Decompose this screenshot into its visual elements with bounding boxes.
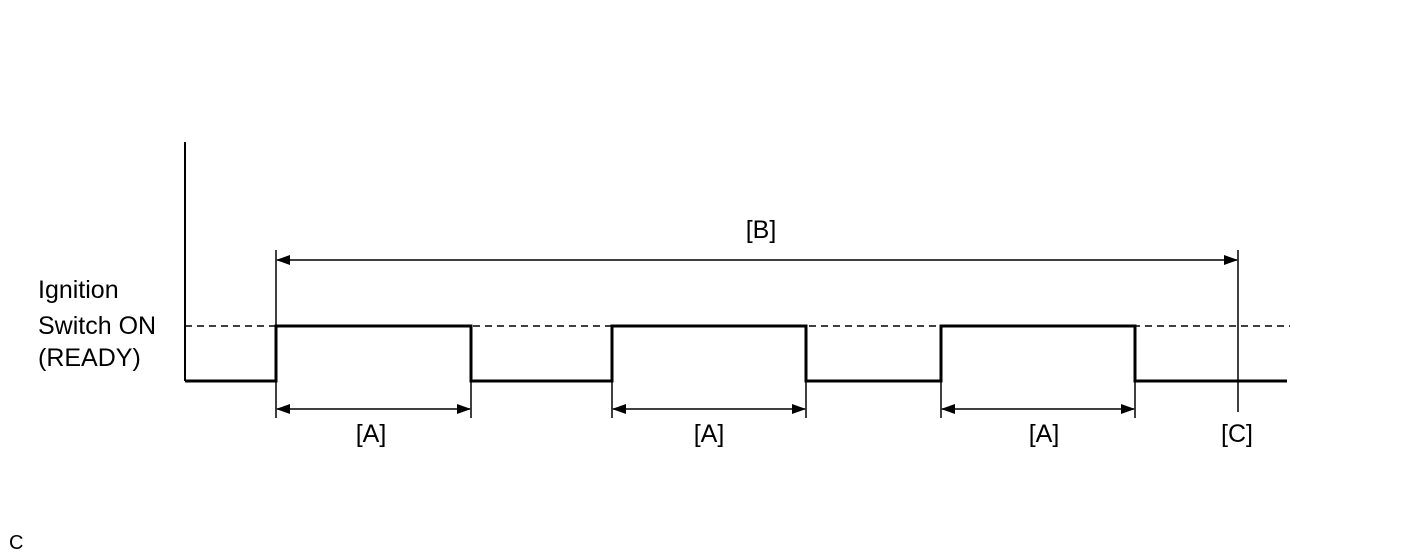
y-label-line3: (READY) [38,344,141,372]
end-c-label: [C] [1221,420,1253,448]
y-label-line1: Ignition [38,276,119,304]
span-b-label: [B] [746,216,777,244]
y-label-line2: Switch ON [38,312,156,340]
pulse-3-label: [A] [1029,420,1060,448]
ignition-signal-waveform [185,324,1287,383]
pulse-1-label: [A] [356,420,387,448]
corner-code-label: C [9,532,23,554]
pulse-2-label: [A] [694,420,725,448]
